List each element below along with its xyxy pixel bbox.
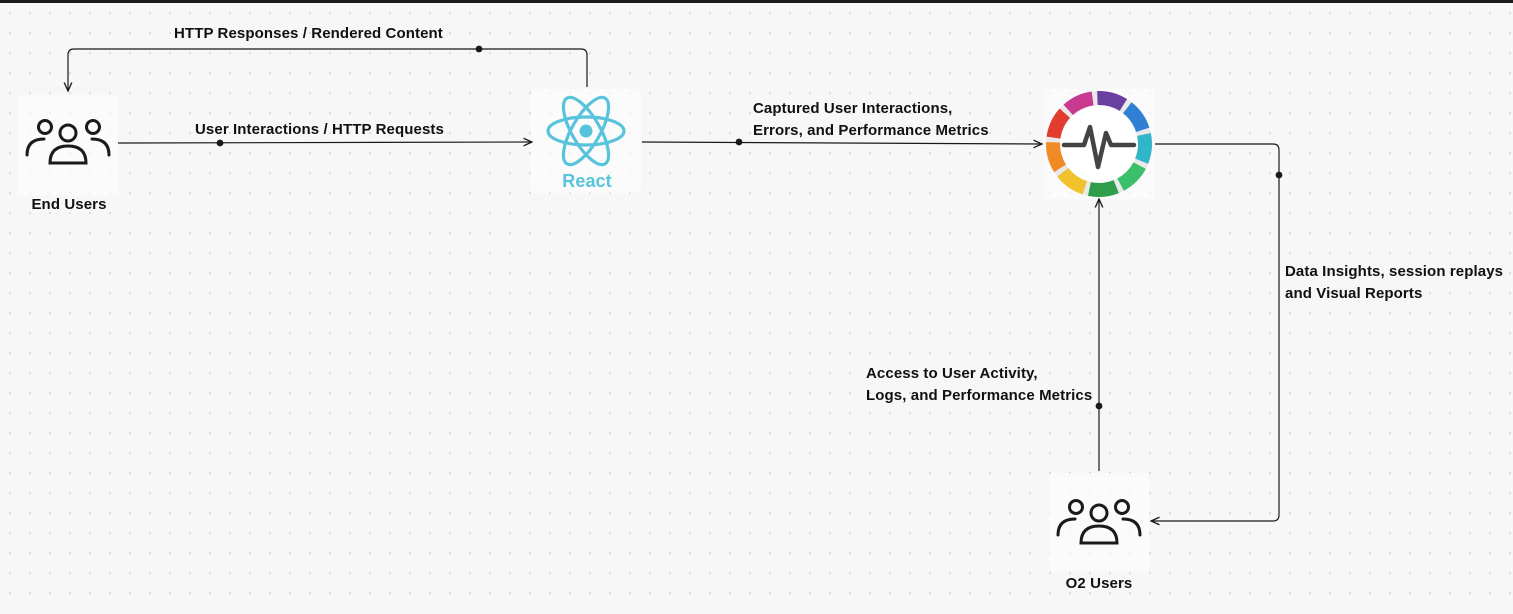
ring-segment: [1122, 102, 1150, 133]
o2-users-label: O2 Users: [1065, 575, 1133, 592]
edge-captured-dot: [735, 138, 743, 146]
edge-access-label-line-1: Access to User Activity,: [866, 365, 1038, 382]
react-logo-icon: [546, 95, 626, 167]
users-group-icon: [25, 119, 111, 165]
edge-insights-label-line-1: Data Insights, session replays: [1285, 263, 1504, 280]
edge-access-dot: [1095, 402, 1103, 410]
users-group-icon: [1056, 499, 1142, 545]
heartbeat-icon: [1061, 124, 1137, 170]
edge-captured-label-line-2: Errors, and Performance Metrics: [753, 122, 989, 139]
react-label: React: [562, 171, 612, 191]
ring-segment: [1116, 161, 1146, 191]
edge-responses-dot: [475, 45, 483, 53]
ring-segment: [1063, 91, 1094, 116]
end-users-label: End Users: [31, 196, 107, 213]
edge-insights-label-line-2: and Visual Reports: [1285, 285, 1423, 302]
ring-segment: [1046, 142, 1067, 173]
edge-requests-line: [117, 142, 532, 143]
edge-insights-line: [1151, 143, 1280, 521]
ring-segment: [1097, 91, 1128, 112]
diagram-svg: [25, 45, 1283, 545]
edge-captured-label-line-1: Captured User Interactions,: [753, 100, 953, 117]
edge-access-label-line-2: Logs, and Performance Metrics: [866, 387, 1093, 404]
edge-requests-dot: [216, 139, 224, 147]
edge-responses-label: HTTP Responses / Rendered Content: [174, 25, 443, 42]
ring-segment: [1057, 167, 1088, 195]
ring-segment: [1046, 108, 1071, 139]
edge-captured-line: [641, 142, 1042, 144]
monitoring-ring-icon: [1046, 91, 1152, 197]
ring-center: [1061, 106, 1137, 182]
ring-segment: [1087, 180, 1119, 197]
ring-segment: [1135, 132, 1152, 164]
edge-requests-label: User Interactions / HTTP Requests: [195, 121, 444, 138]
edge-insights-dot: [1275, 171, 1283, 179]
edge-responses-line: [68, 48, 588, 91]
